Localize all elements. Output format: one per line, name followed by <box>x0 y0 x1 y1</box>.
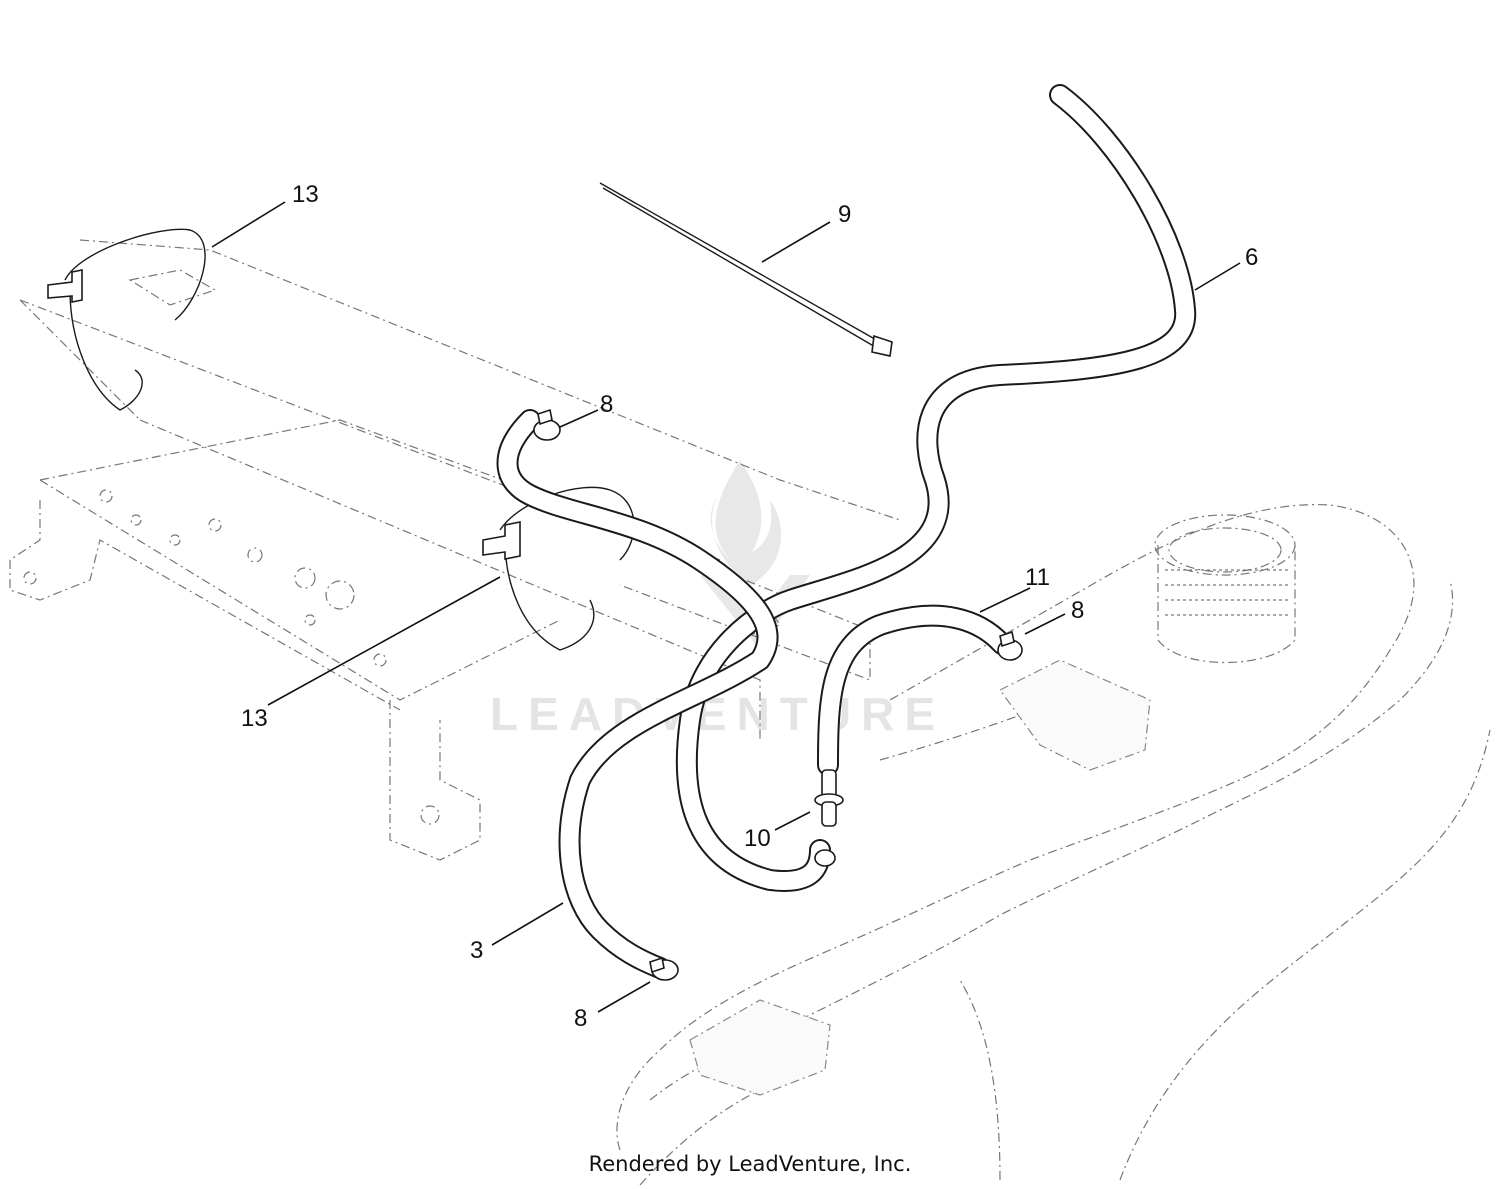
callout-6: 6 <box>1245 244 1258 271</box>
callout-9: 9 <box>838 201 851 228</box>
callout-10: 10 <box>744 825 771 852</box>
callout-13-top: 13 <box>292 181 319 208</box>
hose-clamp-right <box>997 630 1023 661</box>
hose-11 <box>817 604 1013 776</box>
hose-clamp-bottom <box>649 956 679 981</box>
cable-tie <box>599 182 893 357</box>
callout-11: 11 <box>1025 564 1050 591</box>
frame-assembly <box>9 239 901 861</box>
vent-hose-6 <box>675 84 1197 892</box>
hose-connector <box>814 769 844 867</box>
callout-8-right: 8 <box>1071 597 1084 624</box>
footer-credit: Rendered by LeadVenture, Inc. <box>588 1152 912 1176</box>
hose-clamp-upper <box>533 408 561 441</box>
cable-tie-loop-upper <box>47 228 206 411</box>
leader-lines <box>211 201 1241 1013</box>
callout-8-bottom: 8 <box>574 1005 587 1032</box>
hose-3 <box>496 409 779 979</box>
callout-3: 3 <box>470 937 483 964</box>
callout-8-upper: 8 <box>600 391 613 418</box>
callout-13-lower: 13 <box>241 705 268 732</box>
fuel-tank <box>616 503 1491 1186</box>
